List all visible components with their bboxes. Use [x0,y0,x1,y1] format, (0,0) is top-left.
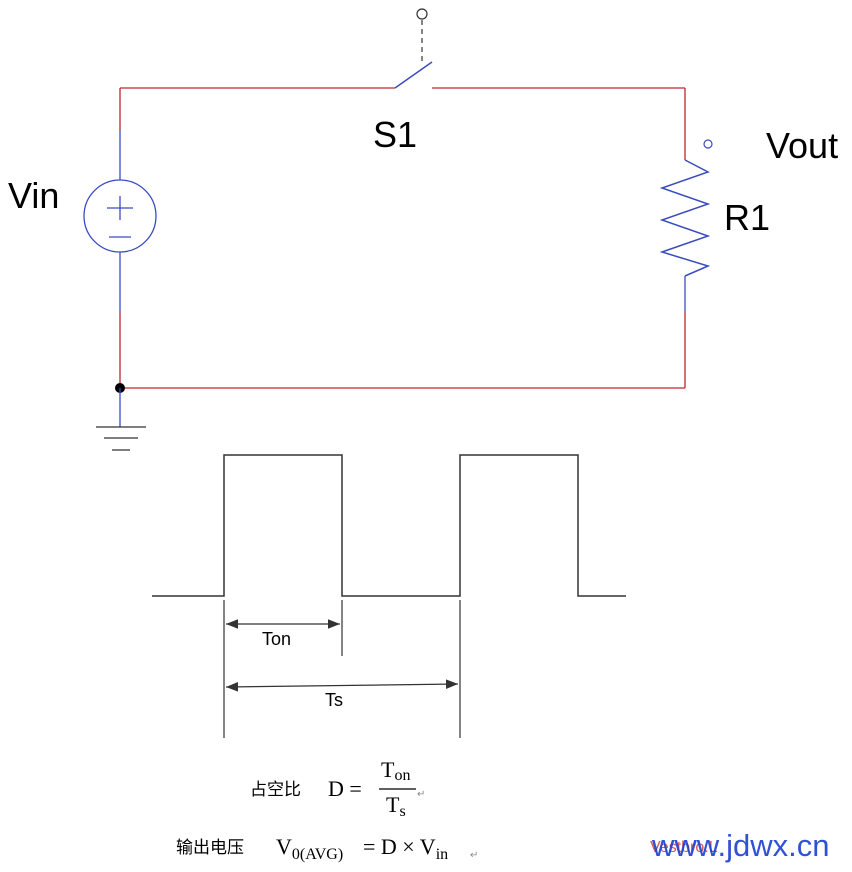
avg-label: 输出电压 [176,838,244,858]
resistor-label: R1 [724,197,770,238]
duty-label: 占空比 [250,780,301,800]
watermark-site-text: www.jdwx.cn [651,828,829,863]
voltage-source-icon [83,179,157,253]
avg-lhs: V0(AVG) [276,834,343,863]
waveform-line [152,454,626,597]
ts-arrow [225,679,459,692]
duty-denominator: Ts [386,792,406,820]
avg-voltage-formula: 输出电压 V0(AVG) = D × Vin ↵ [176,834,478,863]
switch-label: S1 [373,114,417,155]
source-label: Vin [8,175,59,216]
duty-numerator: Ton [381,757,410,784]
ton-label: Ton [262,629,291,649]
duty-cycle-formula: 占空比 D = Ton Ts ↵ [250,757,425,820]
return-mark-2: ↵ [470,850,478,861]
output-label: Vout [766,125,838,166]
ts-label: Ts [325,690,343,710]
avg-rhs: = D × Vin [363,834,448,863]
return-mark-1: ↵ [417,789,425,800]
watermark-small-text: Vestbro.L [650,839,718,856]
pwm-waveform: Ton Ts [152,454,626,738]
resistor-icon [659,159,711,277]
switch-s1 [394,8,433,89]
circuit: S1 Vin R1 Vout [8,8,838,451]
duty-lhs: D = [328,776,362,801]
ground-icon [96,388,146,451]
watermark: Vestbro.L www.jdwx.cn [650,828,829,863]
vout-terminal [703,139,713,149]
